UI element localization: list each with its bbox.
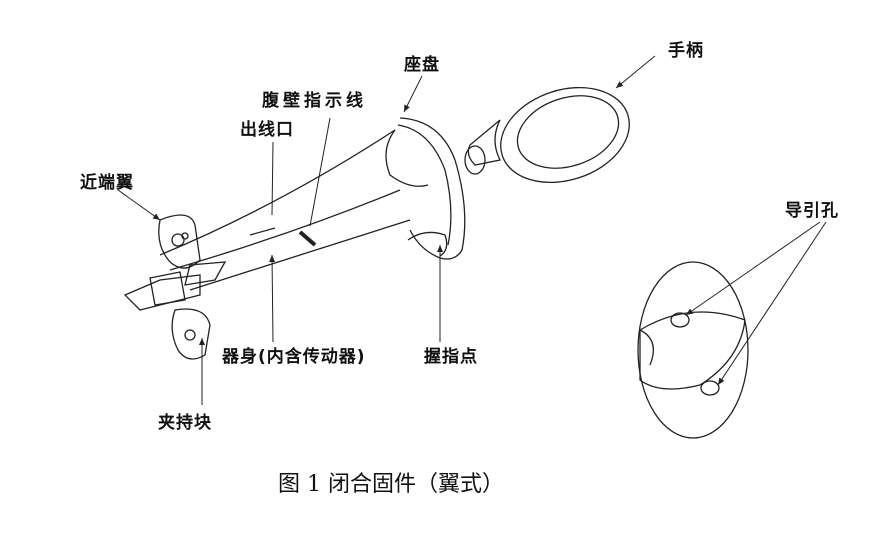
guide-hole-inset — [637, 261, 749, 439]
figure-caption: 图 1 闭合固件（翼式） — [278, 472, 504, 497]
label-handle: 手柄 — [668, 41, 704, 61]
seat-disc-shape — [385, 117, 466, 260]
handle-shape — [464, 86, 630, 184]
label-proximal-wing: 近端翼 — [80, 173, 134, 193]
label-body: 器身(内含传动器) — [222, 347, 366, 367]
label-thread-outlet: 出线口 — [240, 120, 294, 140]
proximal-wing-shape — [158, 214, 201, 269]
leader-lines — [117, 55, 827, 405]
label-abdominal-wall-line: 腹壁指示线 — [262, 91, 367, 111]
label-guide-hole: 导引孔 — [785, 201, 839, 221]
body-shape — [123, 129, 411, 311]
label-clamp-block: 夹持块 — [158, 413, 212, 433]
label-seat-disc: 座盘 — [404, 55, 440, 75]
label-finger-grip: 握指点 — [424, 347, 478, 367]
clamp-block-shape — [149, 271, 211, 360]
